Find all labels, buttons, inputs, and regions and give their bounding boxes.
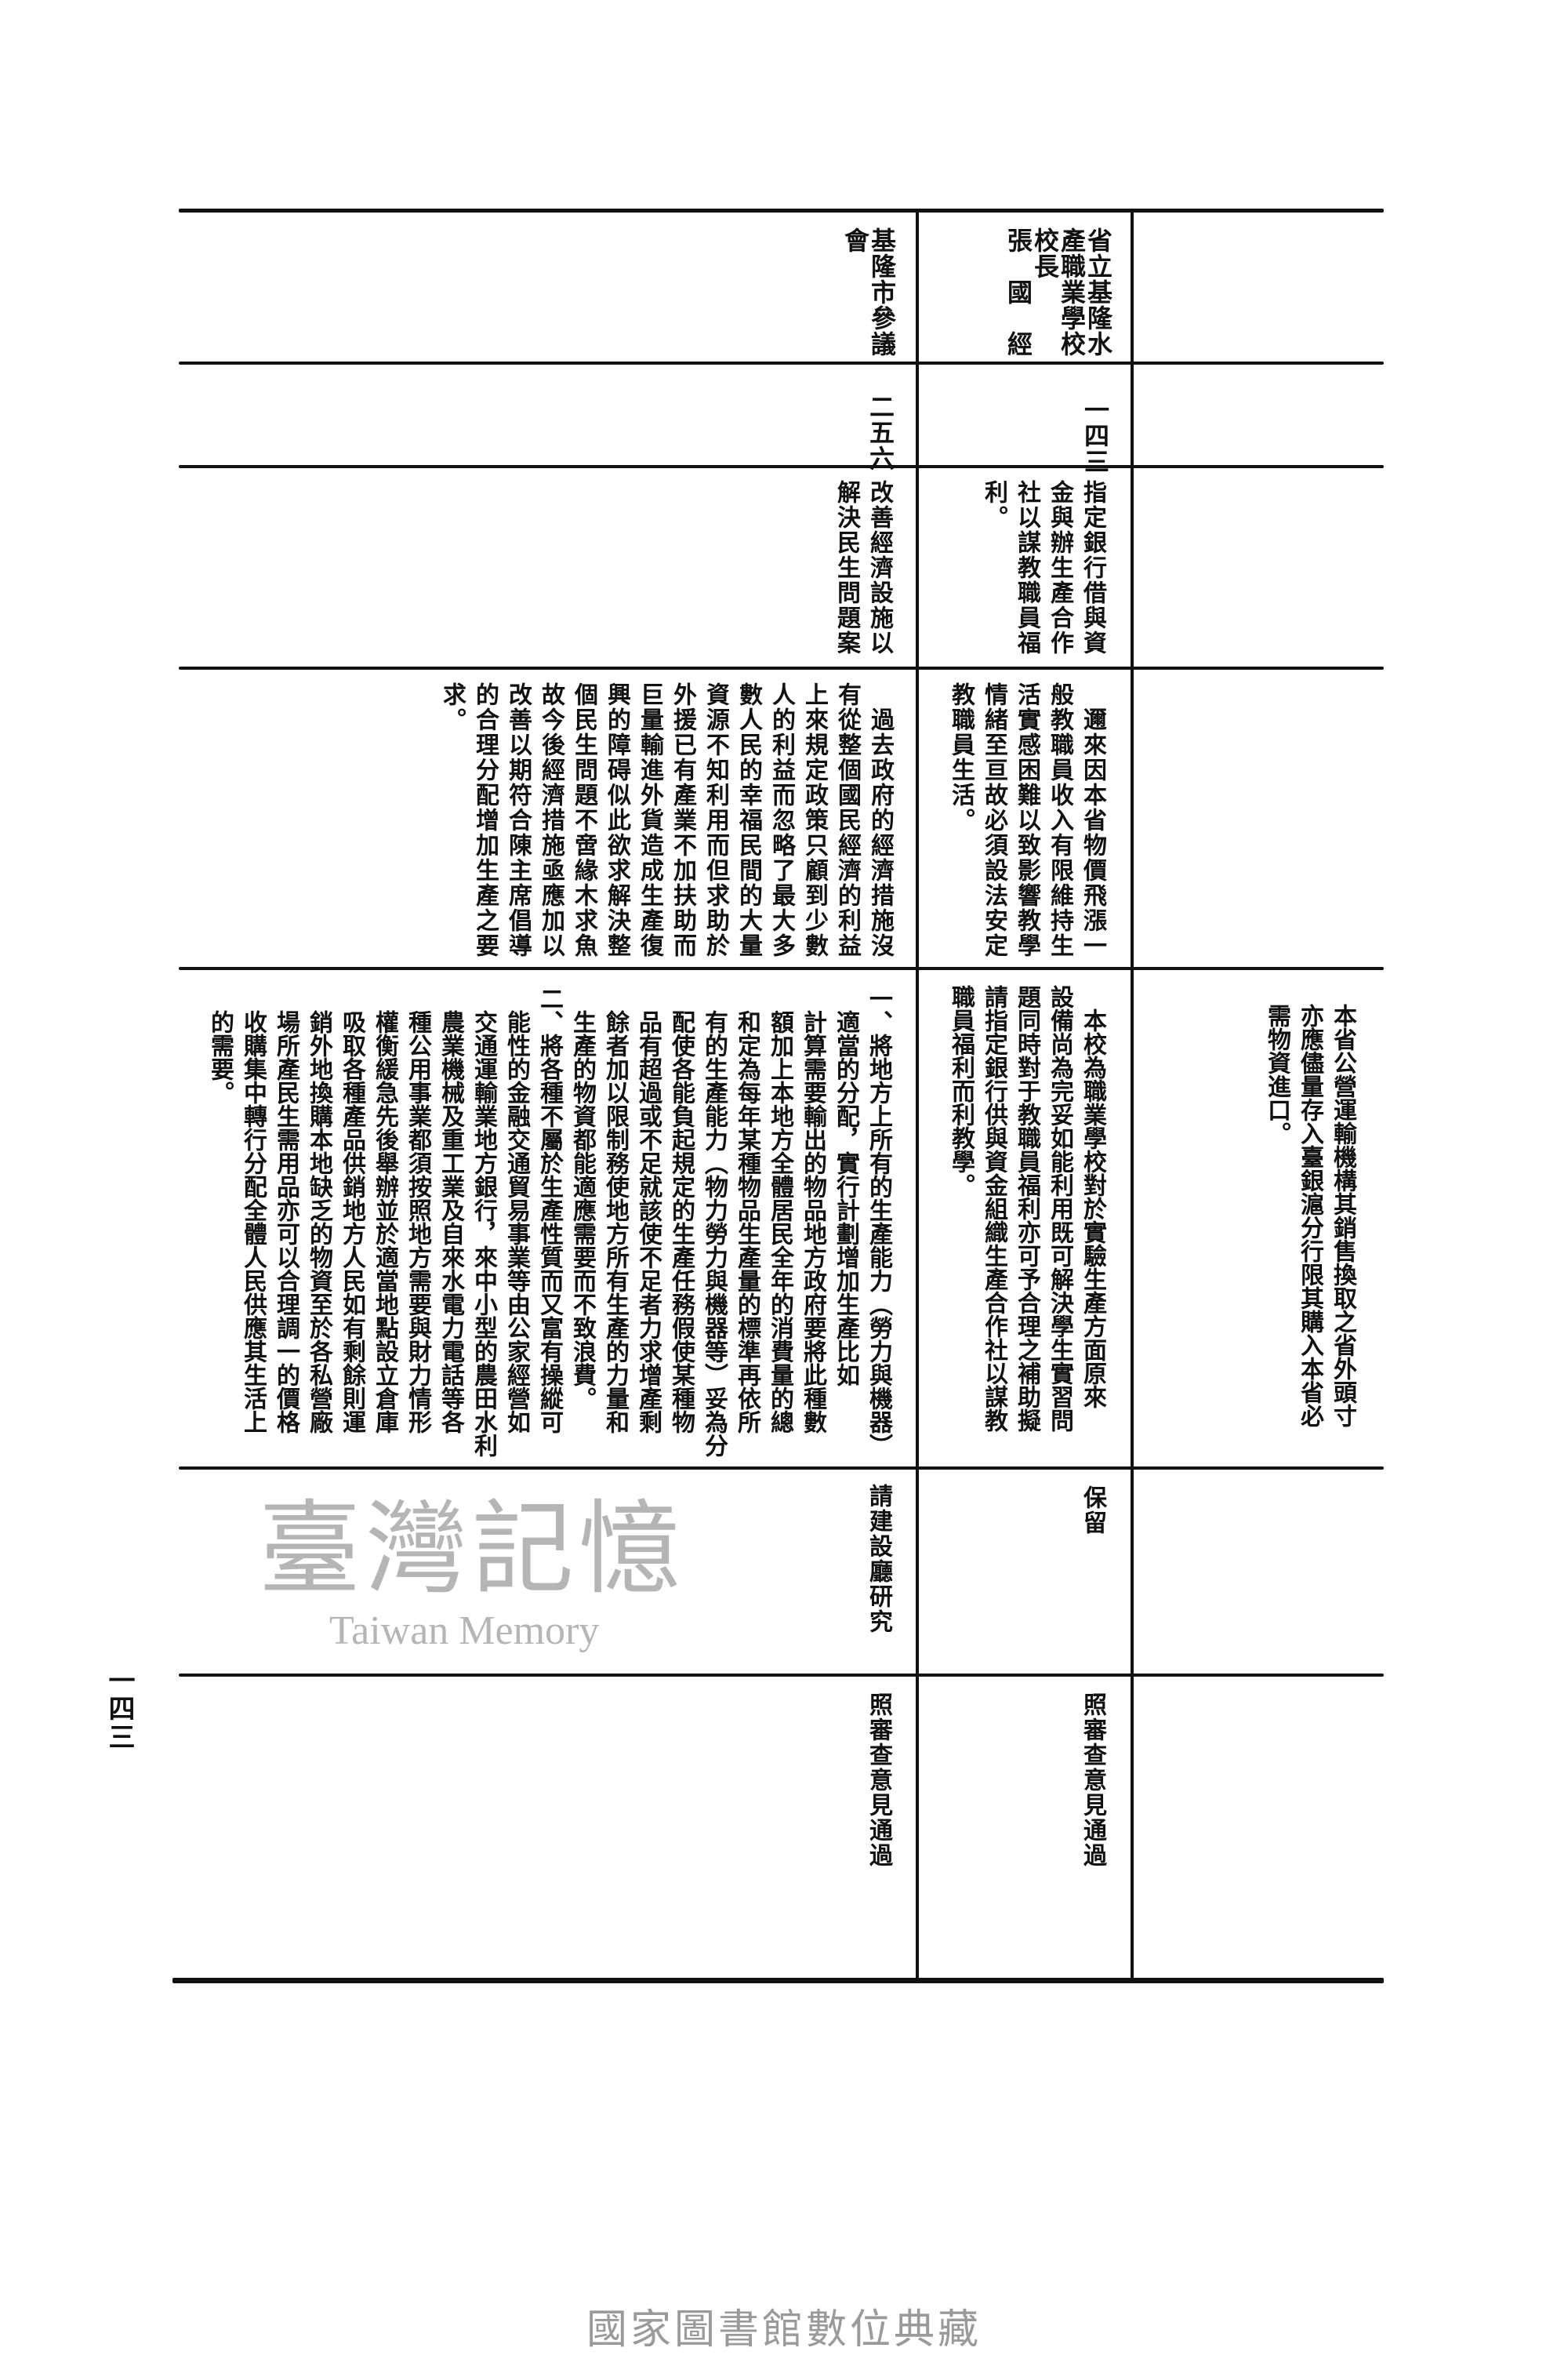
text-column: 基隆市參議 bbox=[867, 227, 897, 357]
row-rule-reason bbox=[179, 967, 1384, 970]
text-column: 有的生產能力（物力勞力與機器等）妥為分 bbox=[700, 987, 728, 1457]
text-column: 張 國 經 bbox=[1004, 227, 1033, 357]
text-column: 人的利益而忽略了最大多 bbox=[768, 682, 795, 958]
row-rule-number bbox=[179, 465, 1384, 468]
text-column: 求。 bbox=[438, 682, 466, 732]
text-column: 適當的分配，實行計劃增加生產比如 bbox=[832, 987, 859, 1386]
text-column: 的合理分配增加生產之要 bbox=[471, 682, 499, 958]
text-column: 活實感困難以致影響教學 bbox=[1013, 682, 1040, 958]
text-column: 興的障碍似此欲求解決整 bbox=[603, 682, 630, 958]
proposal-number-143: 一四三 bbox=[1080, 397, 1110, 474]
text-column: 計算需要輸出的物品地方政府要將此種數 bbox=[799, 987, 826, 1434]
text-column: 改善以期符合陳主席倡導 bbox=[504, 682, 532, 958]
text-column: 邇來因本省物價飛漲一 bbox=[1079, 682, 1106, 958]
proposal-reason-143: 邇來因本省物價飛漲一般教職員收入有限維持生活實感困難以致影響教學情緒至亘故必須設… bbox=[944, 682, 1109, 958]
table-bottom-rule bbox=[172, 1978, 1384, 1983]
proposer-256: 基隆市參議會 bbox=[840, 227, 897, 357]
watermark-logo: 臺灣記憶 bbox=[259, 1489, 686, 1608]
text-column: 照審查意見通過 bbox=[865, 1692, 892, 1868]
text-column: 場所產民生需用品亦可以合理調一的價格 bbox=[272, 987, 299, 1434]
text-column: 餘者加以限制務使地方所有生產的力量和 bbox=[601, 987, 629, 1434]
row-rule-review bbox=[179, 1674, 1384, 1677]
text-column: 生產的物資都能適應需要而不致浪費。 bbox=[568, 987, 596, 1410]
review-opinion-256: 請建設廳研究 bbox=[862, 1484, 895, 1634]
text-column: 巨量輸進外貨造成生產復 bbox=[636, 682, 663, 958]
text-column: 數人民的幸福民間的大量 bbox=[735, 682, 762, 958]
review-opinion-143: 保留 bbox=[1076, 1485, 1109, 1535]
text-column: 二五六 bbox=[866, 394, 895, 471]
resolution-256: 照審查意見通過 bbox=[862, 1692, 895, 1868]
row-rule-header bbox=[179, 362, 1384, 365]
proposal-title-256: 改善經濟設施以解決民生問題案 bbox=[829, 480, 895, 656]
page-number: 一四三 bbox=[103, 1666, 135, 1751]
text-column: 情緒至亘故必須設法安定 bbox=[980, 682, 1007, 958]
text-column: 能性的金融交通貿易事業等由公家經營如 bbox=[503, 987, 530, 1434]
text-column: 金與辦生產合作 bbox=[1046, 480, 1073, 656]
text-column: 般教職員收入有限維持生 bbox=[1046, 682, 1073, 958]
text-column: 農業機械及重工業及自來水電力電話等各 bbox=[437, 987, 464, 1434]
row-rule-measures bbox=[179, 1466, 1384, 1470]
proposal-reason-256: 過去政府的經濟措施沒有從整個國民經濟的利益上來規定政策只顧到少數人的利益而忽略了… bbox=[435, 682, 896, 958]
text-column: 二、將各種不屬於生產性質而又富有操縱可 bbox=[535, 987, 563, 1434]
text-column: 利。 bbox=[980, 480, 1007, 530]
text-column: 需物資進口。 bbox=[1263, 1004, 1290, 1145]
text-column: 權衡緩急先後舉辦並於適當地點設立倉庫 bbox=[371, 987, 398, 1434]
text-column: 職員福利而利教學。 bbox=[947, 985, 975, 1197]
text-column: 教職員生活。 bbox=[947, 682, 975, 833]
proposal-measures-143: 本校為職業學校對於實驗生產方面原來設備尚為完妥如能利用既可解決學生實習問題同時對… bbox=[944, 985, 1109, 1432]
text-column: 銷外地換購本地缺乏的物資至於各私營廠 bbox=[305, 987, 332, 1434]
text-column: 解決民生問題案 bbox=[833, 480, 860, 656]
proposer-143: 省立基隆水產職業學校校長張 國 經 bbox=[1004, 227, 1113, 357]
text-column: 吸取各種產品供銷地方人民如有剩餘則運 bbox=[338, 987, 365, 1434]
text-column: 亦應儘量存入臺銀滬分行限其購入本省必 bbox=[1296, 1004, 1323, 1427]
text-column: 請建設廳研究 bbox=[865, 1484, 892, 1634]
proposal-measures-256: 一、將地方上所有的生產能力（勞力與機器） 適當的分配，實行計劃增加生產比如 計算… bbox=[203, 987, 895, 1457]
proposal-number-256: 二五六 bbox=[866, 394, 895, 471]
text-column: 本省公營運輸機構其銷售換取之省外頭寸 bbox=[1329, 1004, 1356, 1427]
text-column: 有從整個國民經濟的利益 bbox=[833, 682, 861, 958]
row-rule-title bbox=[179, 667, 1384, 670]
text-column: 會 bbox=[840, 227, 870, 253]
text-column: 社以謀教職員福 bbox=[1013, 480, 1040, 656]
proposal-title-143: 指定銀行借與資金與辦生產合作社以謀教職員福利。 bbox=[977, 480, 1109, 656]
text-column: 改善經濟設施以 bbox=[866, 480, 893, 656]
text-column: 個民生問題不啻緣木求魚 bbox=[570, 682, 597, 958]
text-column: 產職業學校 bbox=[1057, 227, 1087, 357]
text-column: 題同時對于教職員福利亦可予合理之補助擬 bbox=[1013, 985, 1040, 1432]
table-top-rule bbox=[179, 209, 1384, 213]
text-column: 收購集中轉行分配全體人民供應其生活上 bbox=[239, 987, 267, 1434]
text-column: 額加上本地方全體居民全年的消費量的總 bbox=[766, 987, 793, 1434]
watermark-text: Taiwan Memory bbox=[329, 1608, 600, 1653]
text-column: 上來規定政策只顧到少數 bbox=[800, 682, 828, 958]
text-column: 一、將地方上所有的生產能力（勞力與機器） bbox=[865, 987, 892, 1457]
text-column: 資源不知利用而但求助於 bbox=[702, 682, 729, 958]
archive-footer: 國家圖書館數位典藏 bbox=[586, 2306, 982, 2353]
resolution-143: 照審查意見通過 bbox=[1076, 1692, 1109, 1868]
text-column: 設備尚為完妥如能利用既可解決學生實習問 bbox=[1046, 985, 1073, 1432]
text-column: 和定為每年某種物品生產量的標準再依所 bbox=[733, 987, 760, 1434]
text-column: 請指定銀行供與資金組織生產合作社以謀教 bbox=[980, 985, 1007, 1432]
text-column: 指定銀行借與資 bbox=[1079, 480, 1106, 656]
text-column: 省立基隆水 bbox=[1083, 227, 1113, 357]
text-column: 品有超過或不足就該使不足者力求增產剩 bbox=[634, 987, 662, 1434]
text-column: 過去政府的經濟措施沒 bbox=[866, 682, 894, 958]
text-column: 保留 bbox=[1079, 1485, 1106, 1535]
text-column: 照審查意見通過 bbox=[1079, 1692, 1106, 1868]
text-column: 故今後經濟措施亟應加以 bbox=[537, 682, 564, 958]
text-column: 的需要。 bbox=[206, 987, 234, 1104]
previous-proposal-measures: 本省公營運輸機構其銷售換取之省外頭寸亦應儘量存入臺銀滬分行限其購入本省必需物資進… bbox=[1260, 1004, 1359, 1427]
text-column: 校長 bbox=[1030, 227, 1060, 279]
text-column: 外援已有產業不加扶助而 bbox=[669, 682, 696, 958]
text-column: 本校為職業學校對於實驗生產方面原來 bbox=[1079, 985, 1106, 1408]
text-column: 交通運輸業地方銀行，來中小型的農田水利 bbox=[470, 987, 497, 1457]
text-column: 種公用事業都須按照地方需要與財力情形 bbox=[404, 987, 431, 1434]
text-column: 一四三 bbox=[1080, 397, 1110, 474]
text-column: 配使各能負起規定的生產任務假使某種物 bbox=[667, 987, 695, 1434]
column-divider-2 bbox=[1131, 210, 1134, 1981]
column-divider-1 bbox=[916, 210, 919, 1981]
